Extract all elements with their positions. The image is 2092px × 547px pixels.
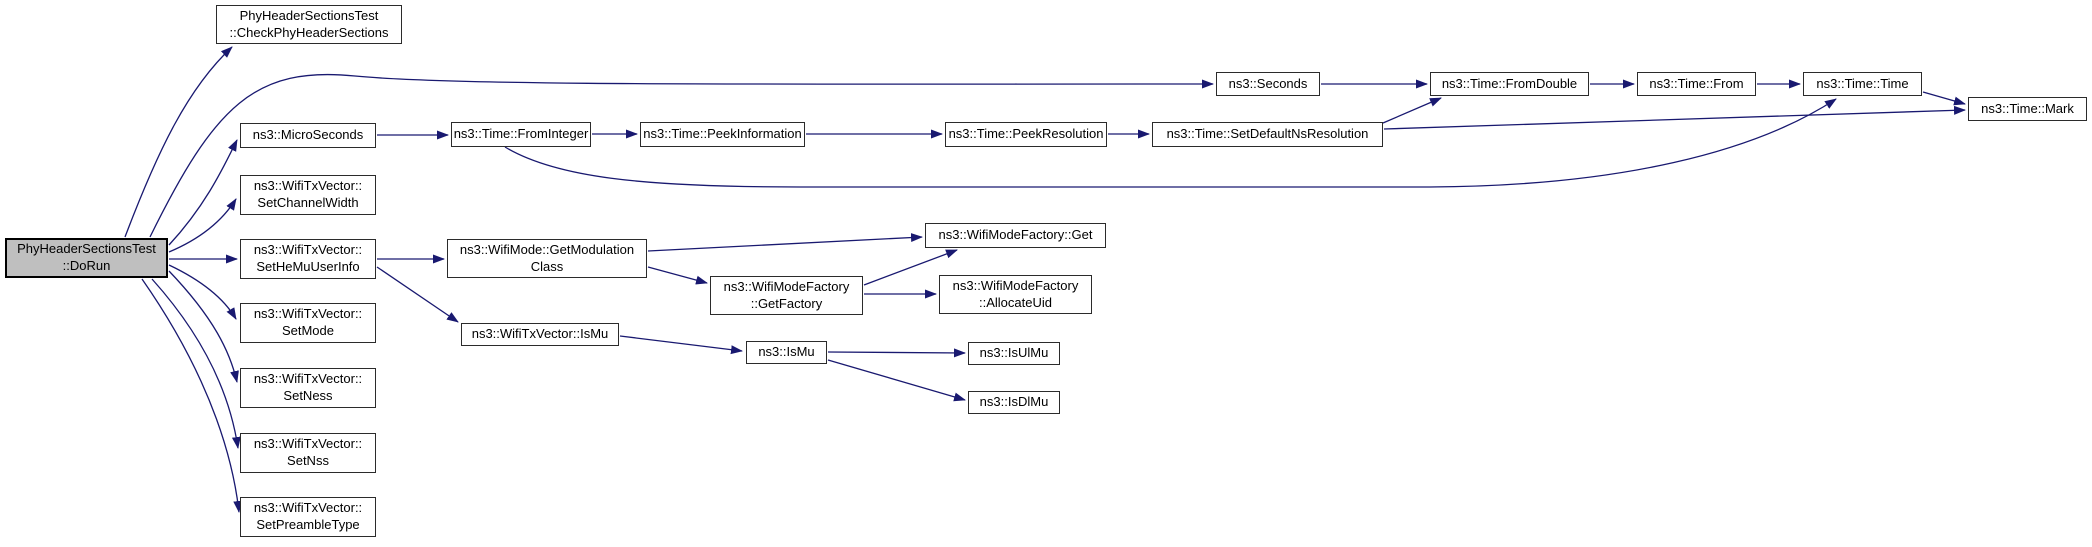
- edge-dorun-to-set-ness: [168, 270, 239, 383]
- node-set-channel-width[interactable]: ns3::WifiTxVector:: SetChannelWidth: [240, 175, 376, 215]
- node-time-time[interactable]: ns3::Time::Time: [1803, 72, 1922, 96]
- edge-dorun-to-set-preamble-type: [141, 278, 243, 513]
- edge-is-mu-to-is-ul-mu: [827, 348, 966, 358]
- node-allocate-uid[interactable]: ns3::WifiModeFactory ::AllocateUid: [939, 275, 1092, 314]
- edge-dorun-to-microseconds: [168, 139, 238, 246]
- node-set-nss[interactable]: ns3::WifiTxVector:: SetNss: [240, 433, 376, 473]
- node-set-preamble-type[interactable]: ns3::WifiTxVector:: SetPreambleType: [240, 497, 376, 537]
- node-wifi-mode-factory-get[interactable]: ns3::WifiModeFactory::Get: [925, 223, 1106, 248]
- node-seconds[interactable]: ns3::Seconds: [1216, 72, 1320, 96]
- edge-set-default-to-mark: [1383, 105, 1966, 130]
- edge-set-default-to-from-double: [1382, 97, 1442, 124]
- node-set-ness[interactable]: ns3::WifiTxVector:: SetNess: [240, 368, 376, 408]
- node-microseconds[interactable]: ns3::MicroSeconds: [240, 123, 376, 148]
- node-set-he-mu-user-info[interactable]: ns3::WifiTxVector:: SetHeMuUserInfo: [240, 239, 376, 279]
- edge-get-modulation-to-get-factory: [647, 266, 708, 285]
- node-time-mark[interactable]: ns3::Time::Mark: [1968, 97, 2087, 121]
- node-time-from[interactable]: ns3::Time::From: [1637, 72, 1756, 96]
- edge-time-time-to-mark: [1922, 91, 1966, 106]
- node-txvector-is-mu[interactable]: ns3::WifiTxVector::IsMu: [461, 323, 619, 346]
- edge-get-modulation-to-factory-get: [647, 233, 923, 252]
- edge-is-mu-to-is-dl-mu: [827, 359, 966, 402]
- edge-from-integer-to-time-time: [504, 98, 1837, 188]
- node-is-ul-mu[interactable]: ns3::IsUlMu: [968, 342, 1060, 365]
- edge-dorun-to-set-nss: [151, 278, 241, 449]
- edge-dorun-to-set-channel-width: [168, 198, 237, 253]
- edge-txvector-is-mu-to-is-mu: [619, 335, 743, 355]
- node-get-factory[interactable]: ns3::WifiModeFactory ::GetFactory: [710, 276, 863, 315]
- node-check-phy-header-sections[interactable]: PhyHeaderSectionsTest ::CheckPhyHeaderSe…: [216, 5, 402, 44]
- node-time-set-default-ns-resolution[interactable]: ns3::Time::SetDefaultNsResolution: [1152, 122, 1383, 147]
- edge-dorun-to-set-mode: [168, 264, 237, 320]
- edge-get-factory-to-factory-get: [863, 249, 958, 286]
- node-is-mu[interactable]: ns3::IsMu: [746, 341, 827, 364]
- node-time-from-integer[interactable]: ns3::Time::FromInteger: [451, 122, 591, 147]
- node-dorun[interactable]: PhyHeaderSectionsTest ::DoRun: [5, 238, 168, 278]
- edge-set-he-mu-to-txvector-is-mu: [376, 266, 459, 323]
- node-time-from-double[interactable]: ns3::Time::FromDouble: [1430, 72, 1589, 96]
- node-time-peek-information[interactable]: ns3::Time::PeekInformation: [640, 122, 805, 147]
- node-set-mode[interactable]: ns3::WifiTxVector:: SetMode: [240, 303, 376, 343]
- node-is-dl-mu[interactable]: ns3::IsDlMu: [968, 391, 1060, 414]
- edge-dorun-to-check: [124, 46, 233, 238]
- node-get-modulation-class[interactable]: ns3::WifiMode::GetModulation Class: [447, 239, 647, 278]
- edge-dorun-to-seconds: [149, 73, 1214, 238]
- node-time-peek-resolution[interactable]: ns3::Time::PeekResolution: [945, 122, 1107, 147]
